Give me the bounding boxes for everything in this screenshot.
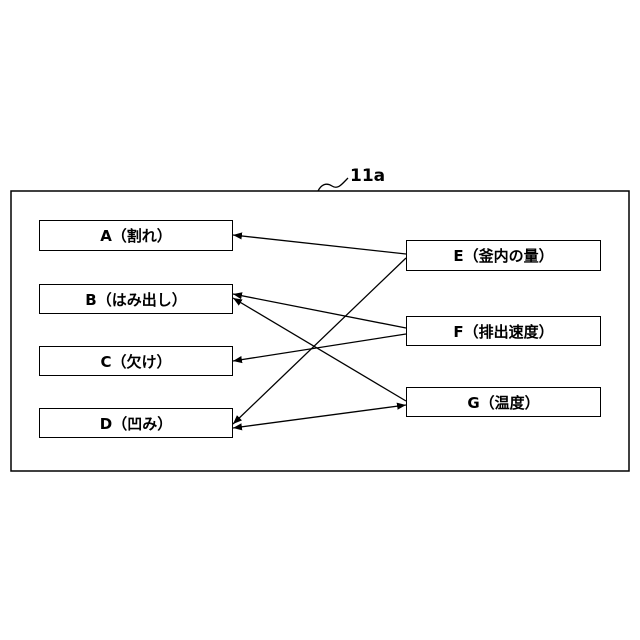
node-g-temperature: G（温度） <box>406 387 601 417</box>
node-a-cracking: A（割れ） <box>39 220 233 251</box>
node-f-discharge-speed: F（排出速度） <box>406 316 601 346</box>
node-b-protrusion: B（はみ出し） <box>39 284 233 314</box>
arrow-g-d <box>233 405 406 428</box>
arrow-e-d <box>233 258 406 424</box>
arrow-f-b <box>233 294 406 328</box>
reference-label: 11a <box>350 166 385 186</box>
arrow-f-c <box>233 334 406 361</box>
arrow-e-a <box>233 235 406 254</box>
arrow-g-b <box>233 298 406 401</box>
node-d-dent: D（凹み） <box>39 408 233 438</box>
reference-leader-line <box>318 178 348 191</box>
node-e-amount-in-pot: E（釜内の量） <box>406 240 601 271</box>
connections <box>233 235 406 428</box>
node-c-chipping: C（欠け） <box>39 346 233 376</box>
